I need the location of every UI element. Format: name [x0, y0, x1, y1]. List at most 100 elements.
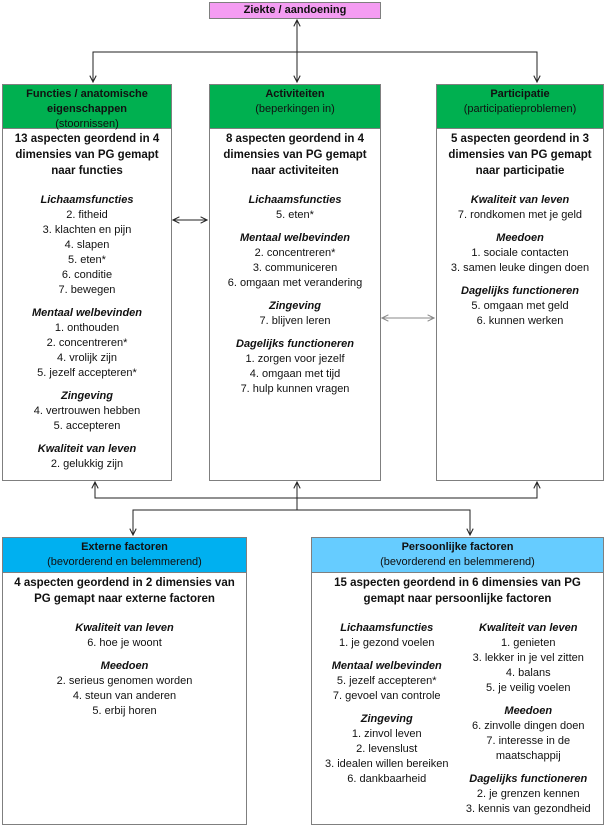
box-body: 15 aspecten geordend in 6 dimensies van … [312, 573, 603, 827]
aspect-item: 4. balans [505, 667, 551, 679]
connector-top-right [297, 51, 537, 82]
aspect-item: 5. erbij horen [92, 705, 157, 717]
dimension-title: Dagelijks functioneren [236, 338, 354, 350]
aspect-item: 7. rondkomen met je geld [457, 209, 583, 221]
aspect-item: 1. zorgen voor jezelf [245, 353, 345, 365]
aspect-item: 7. interesse in de maatschappij [486, 735, 571, 762]
box-title: Participatie [490, 88, 550, 100]
box-summary: 5 aspecten geordend in 3 dimensies van P… [448, 133, 592, 177]
aspect-item: 6. zinvolle dingen doen [471, 720, 585, 732]
aspect-item: 2. je grenzen kennen [476, 788, 580, 800]
dimension-section: Lichaamsfuncties 1. je gezond voelen [316, 621, 458, 651]
participatie-box: Participatie (participatieproblemen) 5 asp… [436, 84, 604, 481]
ziekte-aandoening-box: Ziekte / aandoening [209, 2, 381, 19]
dimension-title: Dagelijks functioneren [469, 773, 588, 785]
dimension-section: Kwaliteit van leven 6. hoe je woont [7, 621, 242, 651]
aspect-item: 5. eten* [68, 254, 106, 266]
aspect-item: 7. bewegen [58, 284, 116, 296]
box-subtitle: (beperkingen in) [255, 103, 335, 115]
box-summary: 15 aspecten geordend in 6 dimensies van … [334, 577, 581, 605]
box-summary: 4 aspecten geordend in 2 dimensies van P… [14, 577, 235, 605]
dimension-title: Mentaal welbevinden [31, 307, 143, 319]
aspect-item: 4. slapen [64, 239, 110, 251]
aspect-item: 1. onthouden [54, 322, 120, 334]
functies-box: Functies / anatomische eigenschappen(sto… [2, 84, 172, 481]
dimension-section: Dagelijks functioneren 5. omgaan met geld… [441, 284, 599, 329]
activiteiten-box: Activiteiten (beperkingen in) 8 aspecten g… [209, 84, 381, 481]
box-summary: 13 aspecten geordend in 4 dimensies van … [14, 133, 160, 177]
dimension-title: Zingeving [360, 713, 413, 725]
aspect-item: 3. idealen willen bereiken [324, 758, 449, 770]
aspect-item: 4. steun van anderen [72, 690, 177, 702]
connector-top-left [93, 51, 297, 82]
dimension-section: Mentaal welbevinden 1. onthouden 2. concen… [7, 306, 167, 381]
connector-to-externe [133, 509, 297, 535]
dimension-title: Lichaamsfuncties [340, 622, 434, 634]
aspect-item: 5. eten* [276, 209, 314, 221]
dimension-title: Meedoen [496, 232, 544, 244]
box-title: Activiteiten [265, 88, 325, 100]
aspect-item: 1. genieten [501, 637, 556, 649]
box-body: 13 aspecten geordend in 4 dimensies van … [3, 129, 171, 482]
box-body: 4 aspecten geordend in 2 dimensies van P… [3, 573, 246, 729]
dimension-section: Kwaliteit van leven 2. gelukkig zijn [7, 442, 167, 472]
dimension-section: Dagelijks functioneren 1. zorgen voor jez… [214, 337, 376, 397]
aspect-item: 7. gevoel van controle [332, 690, 441, 702]
connector-bottom-right-up [297, 482, 537, 499]
column: Kwaliteit van leven 1. genieten 3. lekker … [458, 621, 600, 825]
dimension-title: Dagelijks functioneren [461, 285, 579, 297]
dimension-title: Kwaliteit van leven [37, 443, 137, 455]
aspect-item: 1. je gezond voelen [339, 637, 435, 649]
aspect-item: 5. je veilig voelen [486, 682, 571, 694]
box-subtitle: (bevorderend en belemmerend) [47, 556, 202, 568]
box-subtitle: (participatieproblemen) [463, 103, 577, 115]
aspect-item: 5. jezelf accepteren* [37, 367, 137, 379]
dimension-title: Zingeving [269, 300, 321, 312]
dimension-title: Kwaliteit van leven [75, 622, 174, 634]
box-title: Functies / anatomische eigenschappen [26, 88, 148, 115]
box-summary: 8 aspecten geordend in 4 dimensies van P… [223, 133, 367, 177]
dimension-title: Mentaal welbevinden [239, 232, 351, 244]
aspect-item: 2. concentreren* [46, 337, 128, 349]
dimension-title: Zingeving [61, 390, 113, 402]
aspect-item: 2. levenslust [356, 743, 418, 755]
dimension-title: Lichaamsfuncties [40, 194, 134, 206]
dimension-title: Kwaliteit van leven [479, 622, 578, 634]
aspect-item: 2. gelukkig zijn [50, 458, 124, 470]
aspect-item: 5. omgaan met geld [471, 300, 569, 312]
box-header: Activiteiten (beperkingen in) [210, 85, 380, 129]
box-header: Externe factoren(bevorderend en belemmer… [3, 538, 246, 573]
dimension-title: Lichaamsfuncties [248, 194, 342, 206]
box-header: Functies / anatomische eigenschappen(sto… [3, 85, 171, 130]
aspect-item: 6. omgaan met verandering [227, 277, 363, 289]
aspect-item: 5. accepteren [53, 420, 121, 432]
dimension-section: Kwaliteit van leven 7. rondkomen met je g… [441, 193, 599, 223]
aspect-item: 3. lekker in je vel zitten [472, 652, 584, 664]
connector-to-persoonlijke [297, 509, 470, 535]
dimension-title: Meedoen [504, 705, 553, 717]
aspect-item: 6. conditie [61, 269, 113, 281]
aspect-item: 2. serieus genomen worden [56, 675, 193, 687]
externe-factoren-box: Externe factoren(bevorderend en belemmer… [2, 537, 247, 825]
aspect-item: 6. kunnen werken [476, 315, 564, 327]
dimension-title: Kwaliteit van leven [470, 194, 570, 206]
box-body: 8 aspecten geordend in 4 dimensies van P… [210, 129, 380, 407]
dimension-title: Mentaal welbevinden [331, 660, 442, 672]
aspect-item: 7. blijven leren [259, 315, 331, 327]
aspect-item: 7. hulp kunnen vragen [240, 383, 350, 395]
aspect-item: 4. omgaan met tijd [249, 368, 341, 380]
persoonlijke-factoren-box: Persoonlijke factoren(bevorderend en bel… [311, 537, 604, 825]
dimension-section: Dagelijks functioneren 2. je grenzen kenn… [458, 772, 600, 817]
aspect-item: 2. concentreren* [254, 247, 336, 259]
aspect-item: 6. hoe je woont [87, 637, 162, 649]
dimension-section: Meedoen 6. zinvolle dingen doen 7. interes… [458, 704, 600, 764]
aspect-item: 3. samen leuke dingen doen [450, 262, 590, 274]
